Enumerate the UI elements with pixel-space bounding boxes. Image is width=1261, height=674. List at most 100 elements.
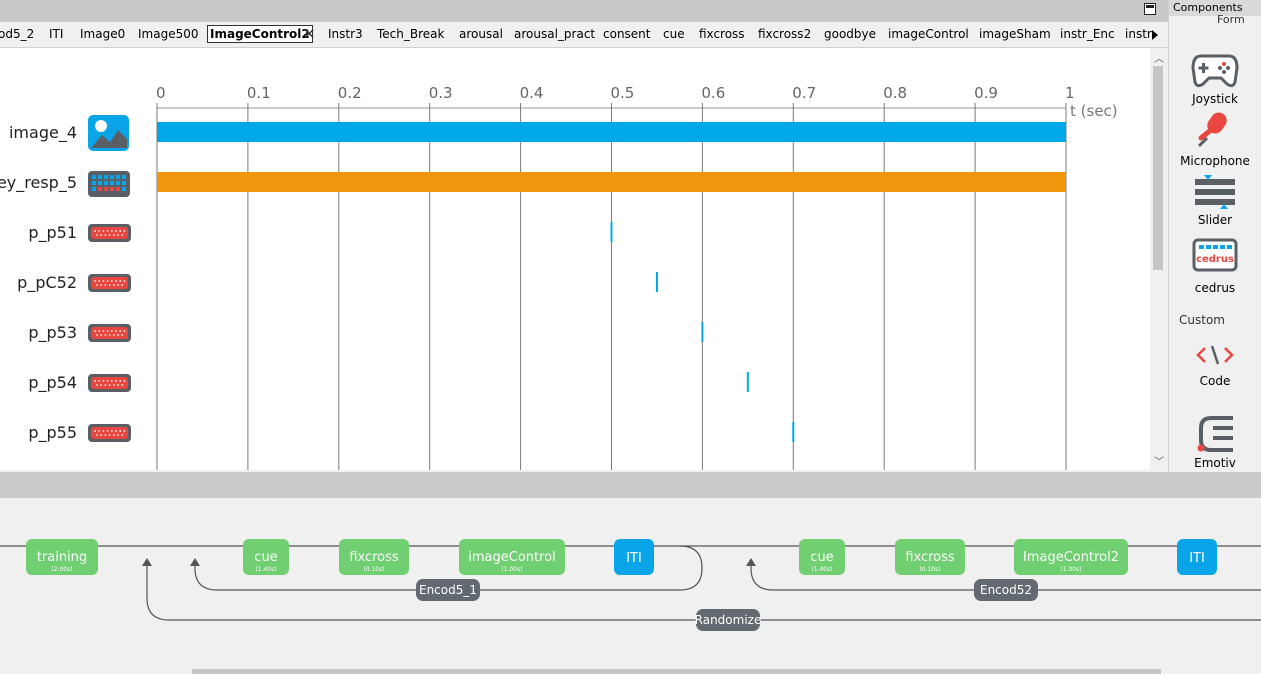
routine-box[interactable]: training(2.00s) [26, 539, 98, 575]
parallel-port-icon[interactable] [88, 224, 131, 242]
close-tab-icon[interactable]: ✕ [303, 25, 316, 43]
routine-box[interactable]: fixcross(0.10s) [895, 539, 965, 575]
time-tick-label: 1 [1065, 84, 1075, 102]
loop-label[interactable]: Encod52 [980, 583, 1032, 597]
timeline-vertical-scrollbar[interactable]: ︿ ﹀ [1150, 48, 1166, 470]
tab-fixcross2[interactable]: fixcross2 [758, 27, 812, 41]
tab-arousal[interactable]: arousal [459, 27, 503, 41]
image-icon[interactable] [88, 115, 129, 151]
scrollbar-thumb[interactable] [192, 669, 1161, 674]
tab-fixcross[interactable]: fixcross [699, 27, 745, 41]
routine-name: ITI [1189, 551, 1205, 566]
tab-instr[interactable]: instr [1125, 27, 1152, 41]
panel-splitter[interactable] [0, 472, 1261, 498]
loop-label-pill[interactable] [416, 579, 480, 601]
routine-tab-bar: od5_2 ITI Image0 Image500 ImageControl2 … [0, 22, 1168, 48]
component-slider[interactable]: Slider [1169, 173, 1261, 227]
loop-path [750, 564, 1261, 591]
routine-box[interactable]: cue(1.40s) [799, 539, 845, 575]
tab-goodbye[interactable]: goodbye [824, 27, 877, 41]
component-onset-tick[interactable] [655, 272, 658, 292]
time-tick-label: 0.9 [974, 84, 998, 102]
scroll-up-icon[interactable]: ︿ [1154, 54, 1164, 65]
routine-name: ImageControl2 [1023, 550, 1119, 565]
component-label: Slider [1197, 213, 1233, 227]
time-tick-label: 0.8 [883, 84, 907, 102]
loop-label[interactable]: Encod5_1 [419, 583, 477, 597]
routine-box[interactable]: ImageControl2(1.00s) [1014, 539, 1128, 575]
routine-name: cue [810, 550, 833, 565]
svg-text:cedrus: cedrus [1196, 254, 1234, 265]
tab-tech-break[interactable]: Tech_Break [377, 27, 445, 41]
component-form-label: Form [1217, 13, 1245, 26]
routine-duration: (1.40s) [255, 566, 276, 573]
tab-imagecontrol2[interactable]: ImageControl2 [207, 25, 313, 43]
component-code[interactable]: Code [1169, 342, 1261, 388]
component-onset-tick[interactable] [701, 322, 704, 342]
routine-box[interactable]: fixcross(0.10s) [339, 539, 409, 575]
component-row-label[interactable]: p_p53 [28, 323, 77, 343]
tab-iti[interactable]: ITI [49, 27, 64, 41]
component-duration-bar[interactable] [157, 172, 1066, 192]
component-label: Joystick [1192, 92, 1238, 106]
parallel-port-icon[interactable] [88, 324, 131, 342]
routine-box[interactable]: ITI [1177, 539, 1217, 575]
component-row-label[interactable]: p_pC52 [17, 273, 77, 293]
tab-instr-enc[interactable]: instr_Enc [1060, 27, 1115, 41]
routine-box[interactable]: cue(1.40s) [243, 539, 289, 575]
tab-imagecontrol[interactable]: imageControl [888, 27, 969, 41]
routine-name: fixcross [349, 550, 399, 565]
tab-arousal-pract[interactable]: arousal_pract [514, 27, 596, 41]
components-header: Components [1169, 0, 1261, 16]
tab-consent[interactable]: consent [603, 27, 651, 41]
scroll-down-icon[interactable]: ﹀ [1154, 457, 1164, 468]
parallel-port-icon[interactable] [88, 274, 131, 292]
component-emotiv[interactable]: Emotiv [1169, 414, 1261, 470]
flow-horizontal-scrollbar[interactable] [0, 668, 1261, 674]
time-axis-label: t (sec) [1070, 102, 1118, 120]
component-row-label[interactable]: p_p55 [28, 423, 77, 443]
routine-box[interactable]: ITI [614, 539, 654, 575]
component-joystick[interactable]: Joystick [1169, 50, 1261, 106]
keyboard-icon[interactable] [88, 171, 130, 197]
parallel-port-icon[interactable] [88, 424, 131, 442]
loop-label-pill[interactable] [696, 609, 760, 631]
component-microphone[interactable]: Microphone [1169, 108, 1261, 168]
component-row-label[interactable]: p_p54 [28, 373, 77, 393]
loop-label-pill[interactable] [974, 579, 1038, 601]
loop-path [146, 564, 1261, 621]
parallel-port-icon[interactable] [88, 374, 131, 392]
component-duration-bar[interactable] [157, 122, 1066, 142]
tab-image500[interactable]: Image500 [138, 27, 199, 41]
tab-od5_2[interactable]: od5_2 [0, 27, 35, 41]
component-label: Code [1199, 374, 1231, 388]
component-cedrus[interactable]: cedrus cedrus [1169, 238, 1261, 295]
component-label: Microphone [1180, 154, 1250, 168]
component-onset-tick[interactable] [746, 372, 749, 392]
component-row-label[interactable]: p_p51 [28, 223, 77, 243]
routine-duration: (1.40s) [811, 566, 832, 573]
tab-image0[interactable]: Image0 [80, 27, 126, 41]
component-onset-tick[interactable] [792, 422, 795, 442]
tab-instr3[interactable]: Instr3 [328, 27, 363, 41]
tab-imagesham[interactable]: imageSham [979, 27, 1051, 41]
scrollbar-thumb[interactable] [1153, 66, 1163, 270]
component-row-label[interactable]: image_4 [9, 123, 77, 143]
component-onset-tick[interactable] [610, 222, 613, 242]
routine-name: fixcross [905, 550, 955, 565]
component-row-label[interactable]: key_resp_5 [0, 173, 77, 193]
component-label: Emotiv [1194, 456, 1236, 470]
loop-arrow-icon [142, 558, 152, 566]
routine-duration: (1.00s) [501, 566, 522, 573]
routine-box[interactable]: imageControl(1.00s) [459, 539, 565, 575]
cedrus-icon: cedrus [1192, 238, 1238, 272]
loop-path [194, 545, 703, 591]
maximize-icon[interactable] [1144, 3, 1156, 15]
routine-duration: (0.10s) [363, 566, 384, 573]
tab-scroll-right-icon[interactable] [1152, 30, 1158, 40]
loop-label[interactable]: Randomize [695, 613, 762, 627]
time-tick-label: 0.7 [792, 84, 816, 102]
tab-cue[interactable]: cue [663, 27, 685, 41]
